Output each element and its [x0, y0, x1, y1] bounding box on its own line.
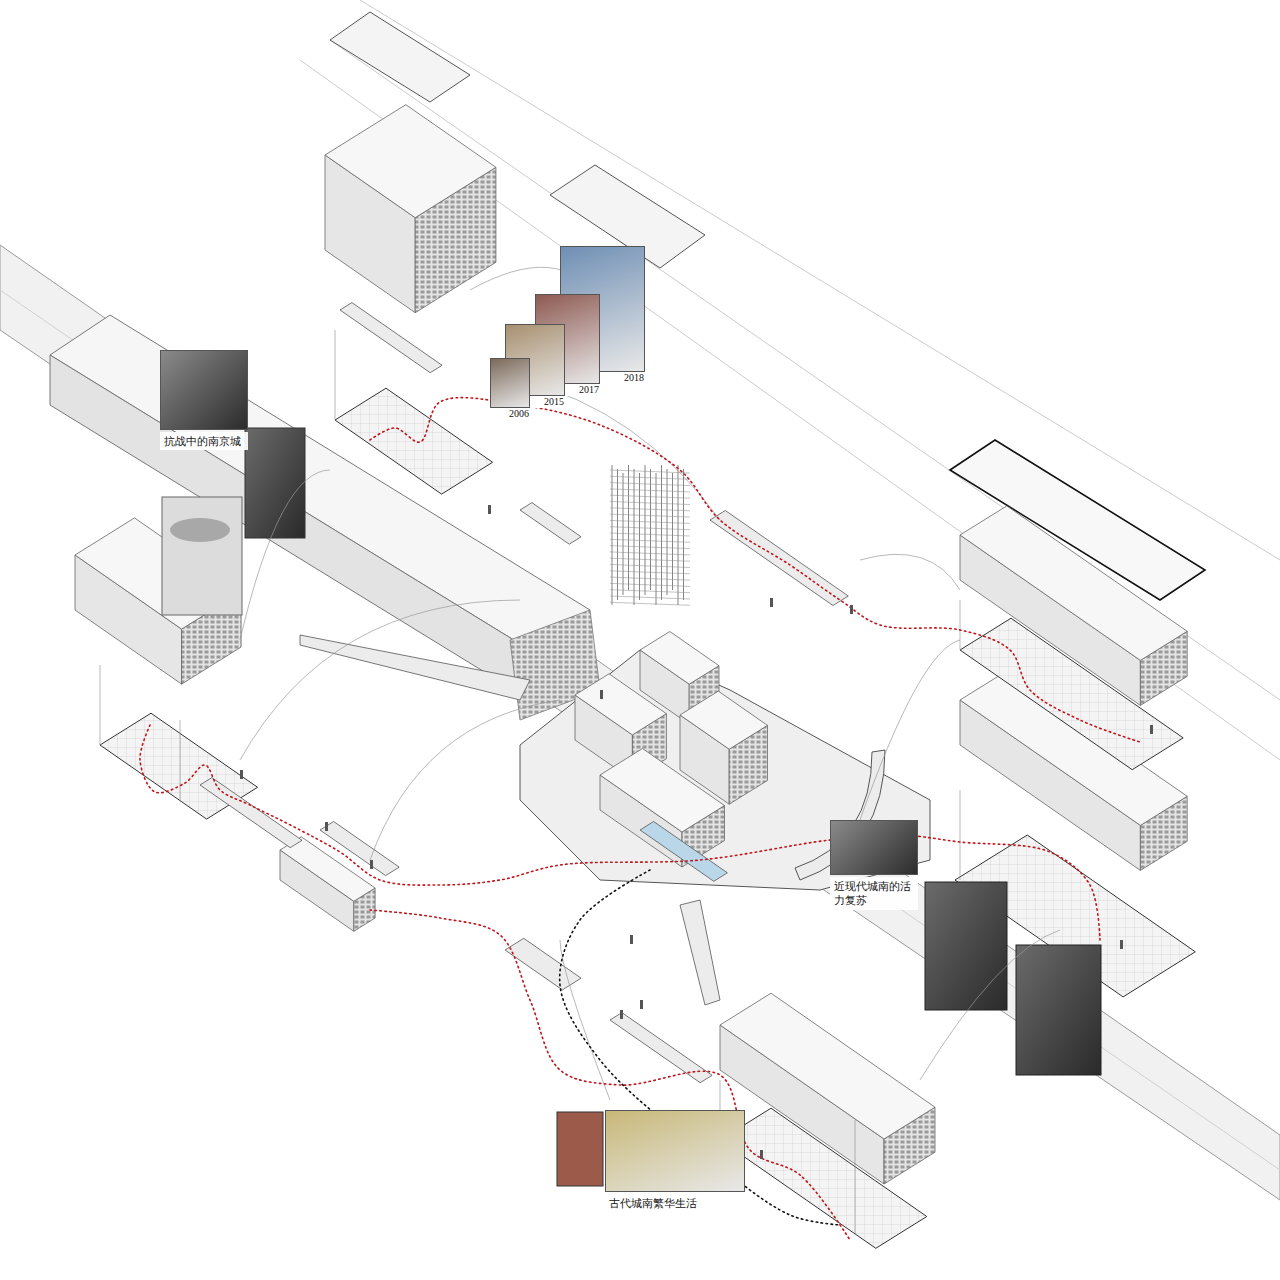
- person-figure: [370, 860, 373, 869]
- guide-arc: [560, 940, 610, 1100]
- person-figure: [630, 935, 633, 944]
- photo: [162, 497, 242, 615]
- courtyard-wall: [640, 632, 719, 685]
- guide-arc: [370, 700, 560, 860]
- year-label: 2006: [490, 408, 530, 420]
- person-figure: [488, 505, 491, 514]
- projection-line: [180, 720, 181, 800]
- ramp: [300, 635, 530, 700]
- guide-arc: [920, 930, 1060, 1080]
- walkway: [505, 938, 581, 990]
- captioned-photo: 近现代城南的活力复苏: [830, 820, 918, 910]
- wall-face: [50, 355, 530, 700]
- walkway: [610, 1013, 712, 1083]
- photo: [830, 820, 918, 875]
- tour-route: [370, 910, 850, 1240]
- central-complex: [520, 650, 930, 890]
- person-figure: [760, 1150, 763, 1159]
- projection-line: [335, 330, 336, 420]
- person-figure: [1150, 725, 1153, 734]
- walkway: [520, 503, 581, 545]
- person-figure: [620, 1010, 623, 1019]
- sight-line: [560, 870, 840, 1225]
- stair-ramp: [680, 900, 720, 1005]
- captioned-photo: 抗战中的南京城: [160, 350, 248, 450]
- tour-route: [140, 725, 1100, 940]
- courtyard-wall: [680, 691, 768, 749]
- floor-plan: [720, 1108, 927, 1248]
- dated-photo: 2006: [490, 358, 530, 420]
- scaffold-tower: [610, 465, 690, 605]
- tour-route: [370, 398, 1140, 742]
- person-figure: [640, 1000, 643, 1009]
- roof-plate: [330, 12, 470, 102]
- person-figure: [850, 605, 853, 614]
- person-figure: [240, 770, 243, 779]
- photo: [160, 350, 248, 430]
- photo: [605, 1110, 745, 1192]
- water-pool: [640, 822, 727, 882]
- person-figure: [600, 690, 603, 699]
- photo: [490, 358, 530, 408]
- guide-arc: [240, 470, 330, 640]
- wall-block: [325, 105, 496, 218]
- person-figure: [1120, 940, 1123, 949]
- projection-line: [960, 600, 961, 650]
- walkway: [320, 822, 399, 876]
- guide-arc: [860, 554, 960, 590]
- projection-line: [100, 665, 101, 745]
- street-edge: [0, 290, 1280, 1170]
- photo: [557, 1112, 603, 1186]
- guide-arc: [240, 600, 520, 760]
- walkway: [340, 303, 442, 373]
- wall-block: [720, 993, 935, 1139]
- guide-line: [360, 0, 1280, 560]
- captioned-photo: 古代城南繁华生活: [605, 1110, 745, 1212]
- street-bar: [0, 245, 1280, 1200]
- guide-arc: [860, 640, 960, 820]
- photo: [1016, 945, 1101, 1075]
- photo-caption: 古代城南繁华生活: [605, 1194, 745, 1212]
- photo: [925, 882, 1007, 1010]
- photo: [245, 428, 305, 538]
- projection-line: [960, 790, 961, 880]
- person-figure: [770, 598, 773, 607]
- floor-plan: [960, 618, 1183, 770]
- photo-detail: [170, 518, 230, 542]
- guide-line: [300, 60, 1280, 760]
- walkway: [200, 778, 302, 848]
- projection-line: [855, 1120, 856, 1235]
- photo-caption: 近现代城南的活力复苏: [830, 877, 918, 910]
- photo-caption: 抗战中的南京城: [160, 432, 248, 450]
- person-figure: [325, 822, 328, 831]
